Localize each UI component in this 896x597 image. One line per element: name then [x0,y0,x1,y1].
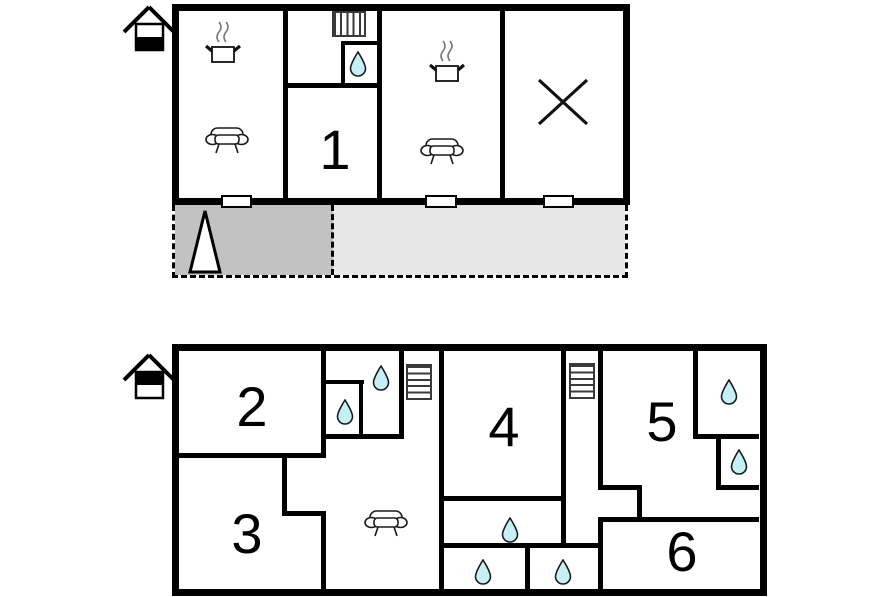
floor-plan-storey-a: 1 [172,4,630,208]
wall-segment [341,41,345,88]
window [543,195,574,208]
room-4-label: 4 [488,395,520,458]
radiator-icon [332,11,366,37]
water-drop-icon [501,517,519,543]
water-drop-icon [554,559,572,585]
radiator-icon [569,363,595,399]
terrace-divider [331,205,334,275]
wall-segment [283,11,288,198]
sofa-icon [420,138,464,165]
crossed-out-room-icon [537,78,589,126]
sofa-icon [205,127,249,154]
terrace [172,205,628,278]
wall-segment [525,548,530,589]
cooking-pot-icon [429,40,465,82]
wall-segment [716,485,759,490]
house-storey-ground-icon [122,5,176,52]
room-5-label: 5 [646,390,678,453]
room-1-label: 1 [319,118,351,181]
room-3-label: 3 [231,502,263,565]
water-drop-icon [474,559,492,585]
wall-segment [321,351,326,458]
wall-segment [444,543,603,548]
wall-segment [598,517,603,589]
floor-plan-storey-b: 2 3 4 5 6 [172,344,767,596]
wall-segment [326,434,404,439]
wall-segment [500,11,505,198]
wall-segment [179,453,326,458]
wall-segment [693,351,698,439]
water-drop-icon [720,379,738,405]
wall-segment [341,41,382,45]
wall-segment [326,380,364,384]
wall-segment [716,434,721,490]
wall-segment [359,380,363,439]
cooking-pot-icon [205,21,241,63]
room-2-label: 2 [236,375,268,438]
wall-segment [377,11,382,198]
water-drop-icon [349,51,367,77]
wall-segment [598,485,642,490]
window [425,195,457,208]
wall-segment [282,511,326,516]
wall-segment [693,434,759,439]
water-drop-icon [372,365,390,391]
wall-segment [283,83,382,88]
wall-segment [399,351,404,439]
window [221,195,252,208]
water-drop-icon [336,399,354,425]
terrace-open-section [333,205,625,275]
room-6-label: 6 [666,520,698,583]
wall-segment [637,485,642,522]
wall-segment [444,496,566,501]
wall-segment [598,517,759,522]
wall-segment [598,351,603,490]
house-storey-upper-icon [122,353,176,400]
wall-segment [439,351,444,589]
water-drop-icon [730,449,748,475]
sofa-icon [364,510,408,537]
terrace-cone-icon [188,210,222,274]
wall-segment [282,453,287,516]
radiator-icon [406,364,432,400]
wall-segment [321,511,326,589]
wall-segment [561,351,566,548]
